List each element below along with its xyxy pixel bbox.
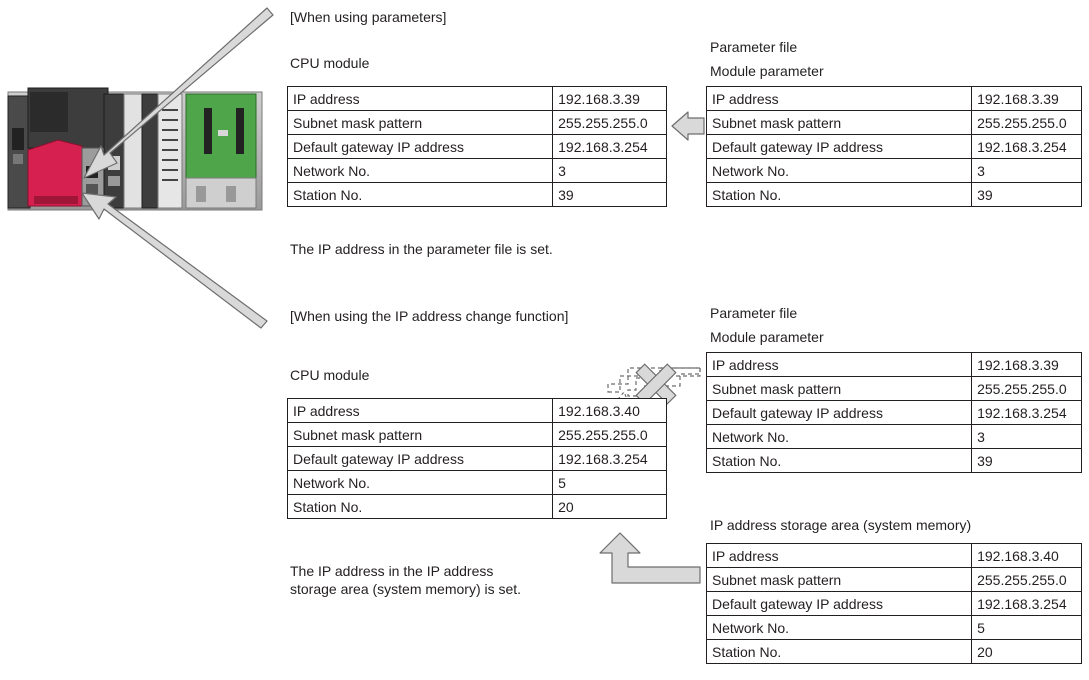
param-value: 5 <box>971 615 1082 640</box>
param-value: 192.168.3.254 <box>552 446 667 471</box>
table-row: Subnet mask pattern 255.255.255.0 <box>286 110 667 135</box>
table-row: IP address 192.168.3.40 <box>286 398 667 423</box>
apply-arrow-up <box>599 532 701 584</box>
param-value: 20 <box>552 494 667 519</box>
param-value: 39 <box>971 448 1082 473</box>
param-value: 192.168.3.39 <box>552 86 667 111</box>
param-value: 39 <box>552 182 667 207</box>
param-label: IP address <box>286 86 554 111</box>
table-row: Network No. 5 <box>286 470 667 495</box>
param-value: 192.168.3.39 <box>971 352 1082 377</box>
section2-cpu-label: CPU module <box>290 367 370 383</box>
param-value: 20 <box>971 639 1082 664</box>
param-value: 3 <box>552 158 667 183</box>
table-row: Default gateway IP address 192.168.3.254 <box>286 134 667 159</box>
param-value: 192.168.3.254 <box>971 134 1082 159</box>
table-row: Network No. 5 <box>705 615 1082 640</box>
param-value: 192.168.3.254 <box>971 400 1082 425</box>
param-label: Network No. <box>705 615 973 640</box>
param-label: Subnet mask pattern <box>705 567 973 592</box>
section2-storage-label: IP address storage area (system memory) <box>710 517 972 533</box>
param-value: 5 <box>552 470 667 495</box>
param-value: 255.255.255.0 <box>971 567 1082 592</box>
section1-cpu-label: CPU module <box>290 55 370 71</box>
param-value: 192.168.3.254 <box>971 591 1082 616</box>
section2-module-param-label: Module parameter <box>710 329 824 345</box>
table-row: Default gateway IP address 192.168.3.254 <box>705 591 1082 616</box>
section2-param-table: IP address 192.168.3.39 Subnet mask patt… <box>705 352 1082 473</box>
param-label: Station No. <box>705 448 973 473</box>
param-value: 255.255.255.0 <box>552 422 667 447</box>
table-row: IP address 192.168.3.40 <box>705 543 1082 568</box>
param-label: Station No. <box>286 182 554 207</box>
param-label: Default gateway IP address <box>286 134 554 159</box>
section2-cpu-table: IP address 192.168.3.40 Subnet mask patt… <box>286 398 667 519</box>
section2-param-file-label: Parameter file <box>710 305 798 321</box>
table-row: Default gateway IP address 192.168.3.254 <box>705 400 1082 425</box>
param-label: IP address <box>705 352 973 377</box>
table-row: Network No. 3 <box>705 424 1082 449</box>
table-row: Subnet mask pattern 255.255.255.0 <box>705 567 1082 592</box>
table-row: Network No. 3 <box>705 158 1082 183</box>
section1-param-table: IP address 192.168.3.39 Subnet mask patt… <box>705 86 1082 207</box>
section1-heading: [When using parameters] <box>290 9 447 25</box>
table-row: Subnet mask pattern 255.255.255.0 <box>705 376 1082 401</box>
param-value: 255.255.255.0 <box>552 110 667 135</box>
param-value: 192.168.3.40 <box>971 543 1082 568</box>
param-label: Default gateway IP address <box>705 134 973 159</box>
table-row: Station No. 20 <box>286 494 667 519</box>
param-label: Station No. <box>705 182 973 207</box>
section1-note: The IP address in the parameter file is … <box>290 241 553 257</box>
table-row: Subnet mask pattern 255.255.255.0 <box>705 110 1082 135</box>
param-label: Network No. <box>286 470 554 495</box>
section2-note-line1: The IP address in the IP address <box>290 563 494 579</box>
section2-storage-table: IP address 192.168.3.40 Subnet mask patt… <box>705 543 1082 664</box>
table-row: Station No. 39 <box>705 448 1082 473</box>
param-label: IP address <box>286 398 554 423</box>
plc-hardware-illustration <box>7 87 263 211</box>
param-label: Station No. <box>705 639 973 664</box>
table-row: IP address 192.168.3.39 <box>705 86 1082 111</box>
section1-param-file-label: Parameter file <box>710 39 798 55</box>
param-label: IP address <box>705 543 973 568</box>
param-label: IP address <box>705 86 973 111</box>
callout-arrow-ip-change <box>81 192 268 329</box>
param-label: Subnet mask pattern <box>286 422 554 447</box>
table-row: IP address 192.168.3.39 <box>286 86 667 111</box>
apply-arrow-left <box>671 111 705 141</box>
param-value: 192.168.3.40 <box>552 398 667 423</box>
param-label: Network No. <box>705 424 973 449</box>
table-row: Subnet mask pattern 255.255.255.0 <box>286 422 667 447</box>
callout-arrow-parameters <box>83 7 274 179</box>
section1-module-param-label: Module parameter <box>710 63 824 79</box>
section2-note-line2: storage area (system memory) is set. <box>290 581 522 597</box>
param-value: 3 <box>971 158 1082 183</box>
param-value: 192.168.3.39 <box>971 86 1082 111</box>
param-label: Default gateway IP address <box>705 591 973 616</box>
param-label: Default gateway IP address <box>286 446 554 471</box>
table-row: IP address 192.168.3.39 <box>705 352 1082 377</box>
table-row: Default gateway IP address 192.168.3.254 <box>705 134 1082 159</box>
param-label: Station No. <box>286 494 554 519</box>
param-value: 192.168.3.254 <box>552 134 667 159</box>
param-label: Subnet mask pattern <box>705 110 973 135</box>
param-value: 39 <box>971 182 1082 207</box>
section2-heading: [When using the IP address change functi… <box>290 308 569 324</box>
param-label: Network No. <box>286 158 554 183</box>
section1-cpu-table: IP address 192.168.3.39 Subnet mask patt… <box>286 86 667 207</box>
param-label: Subnet mask pattern <box>705 376 973 401</box>
param-label: Network No. <box>705 158 973 183</box>
table-row: Default gateway IP address 192.168.3.254 <box>286 446 667 471</box>
param-label: Subnet mask pattern <box>286 110 554 135</box>
table-row: Network No. 3 <box>286 158 667 183</box>
table-row: Station No. 39 <box>286 182 667 207</box>
table-row: Station No. 39 <box>705 182 1082 207</box>
param-value: 255.255.255.0 <box>971 376 1082 401</box>
param-value: 255.255.255.0 <box>971 110 1082 135</box>
table-row: Station No. 20 <box>705 639 1082 664</box>
param-label: Default gateway IP address <box>705 400 973 425</box>
param-value: 3 <box>971 424 1082 449</box>
